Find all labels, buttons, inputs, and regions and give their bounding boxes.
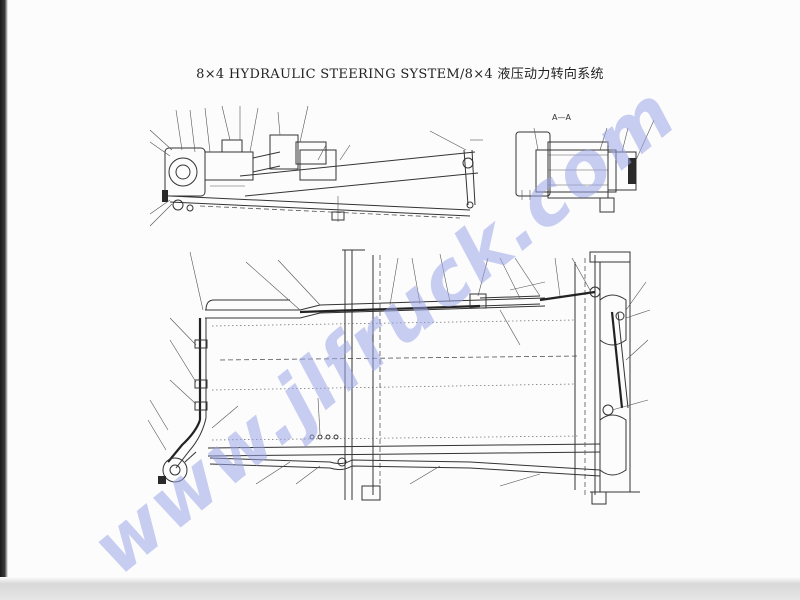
section-label: A—A: [552, 113, 571, 122]
upper-steering-gear-assembly: [162, 134, 483, 222]
part-callouts: [147, 105, 655, 487]
scan-left-edge: [0, 0, 8, 600]
chassis-frame-plan-view: [158, 249, 640, 505]
drawing-title: 8×4 HYDRAULIC STEERING SYSTEM/8×4 液压动力转向…: [196, 67, 604, 82]
scan-bottom-edge: [0, 577, 800, 600]
